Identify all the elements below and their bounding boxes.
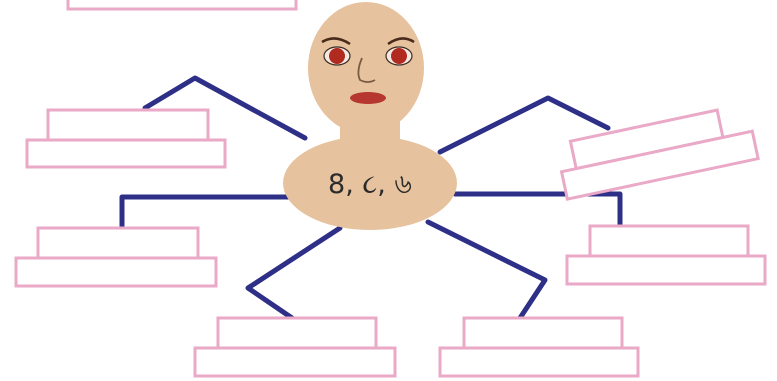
answer-box-middle-left[interactable] <box>14 226 218 288</box>
mouth <box>350 92 386 104</box>
center-text: 8, ૮, ৬ <box>328 169 412 200</box>
connector-lines <box>119 75 623 321</box>
connector-middle-left <box>119 194 291 231</box>
connector-middle-right <box>452 191 623 228</box>
answer-box-upper-left[interactable] <box>25 108 227 169</box>
right-eye <box>385 46 413 66</box>
answer-box-lower-left[interactable] <box>193 316 397 378</box>
left-eye <box>323 46 351 66</box>
connector-upper-right <box>437 95 611 155</box>
character-body <box>283 136 457 230</box>
answer-box-lower-right[interactable] <box>438 316 640 378</box>
answer-box-middle-right[interactable] <box>565 224 767 286</box>
left-eyebrow <box>321 37 351 46</box>
answer-box-top-partial[interactable] <box>66 0 298 11</box>
connector-upper-left <box>142 75 308 141</box>
nose <box>357 57 376 83</box>
character-head <box>308 2 424 134</box>
connector-lower-left <box>245 225 343 321</box>
connector-lower-right <box>425 219 548 321</box>
right-eyebrow <box>387 37 415 46</box>
central-character: 8, ૮, ৬ <box>283 2 457 230</box>
answer-box-upper-right[interactable] <box>556 104 760 201</box>
